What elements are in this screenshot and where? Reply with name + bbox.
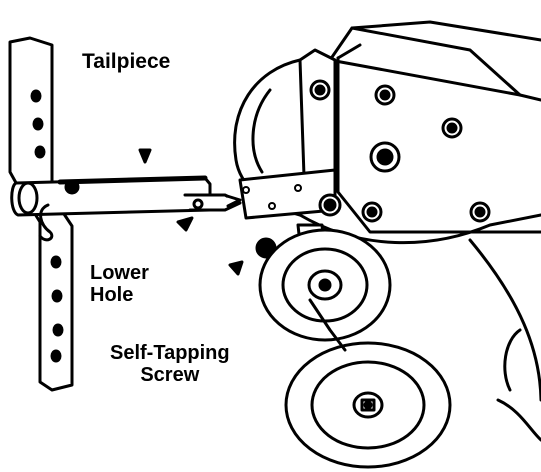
lower-hole-label-line1: Lower xyxy=(90,262,149,284)
depth-bar-holes xyxy=(242,184,302,210)
front-wheel xyxy=(284,341,452,469)
pointer-mark-top xyxy=(138,148,152,164)
rear-wheel xyxy=(258,228,392,342)
tailpiece-bar xyxy=(10,175,242,242)
self-tapping-screw-label: Self-Tapping Screw xyxy=(110,342,230,387)
lower-hole-label-line2: Hole xyxy=(90,284,134,307)
self-tapping-screw-label-line1: Self-Tapping xyxy=(110,342,230,364)
tailpiece-label: Tailpiece xyxy=(82,50,171,73)
insert-arrow xyxy=(225,194,242,208)
pointer-mark-bottom xyxy=(176,216,194,232)
lower-hole-label: Lower Hole xyxy=(90,262,149,307)
self-tapping-screw-label-line2: Screw xyxy=(140,364,200,387)
